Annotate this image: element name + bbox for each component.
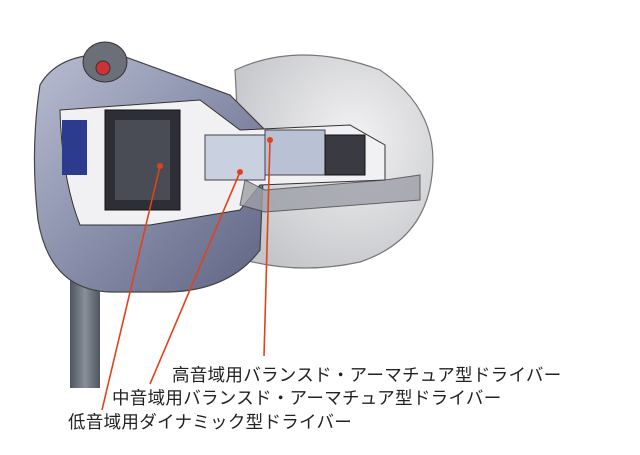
leader-low: [101, 165, 161, 411]
label-low-dynamic-driver: 低音域用ダイナミック型ドライバー: [68, 413, 353, 433]
marker-high: [267, 137, 273, 143]
label-high-ba-driver: 高音域用バランスド・アーマチュア型ドライバー: [172, 366, 562, 386]
ba-driver-mid: [204, 134, 266, 181]
ba-driver-high: [264, 129, 326, 176]
leader-mid: [149, 171, 241, 385]
label-mid-ba-driver: 中音域用バランスド・アーマチュア型ドライバー: [112, 389, 502, 409]
leader-high: [263, 139, 271, 357]
marker-low: [157, 163, 163, 169]
marker-mid: [237, 169, 243, 175]
